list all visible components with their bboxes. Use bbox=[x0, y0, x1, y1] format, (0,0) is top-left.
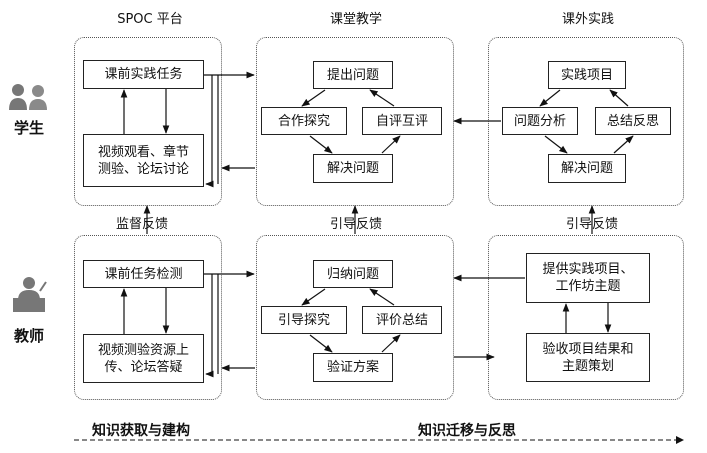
box-pre-class-check: 课前任务检测 bbox=[83, 260, 204, 288]
box-problem-analysis: 问题分析 bbox=[502, 107, 578, 135]
box-resource-upload-line1: 视频测验资源上 bbox=[97, 342, 189, 358]
box-self-peer-evaluation: 自评互评 bbox=[362, 107, 442, 135]
box-video-watching: 视频观看、章节 测验、论坛讨论 bbox=[83, 134, 204, 187]
box-provide-projects: 提供实践项目、 工作坊主题 bbox=[526, 253, 650, 303]
box-raise-question: 提出问题 bbox=[313, 61, 393, 89]
teacher-icon bbox=[13, 277, 47, 312]
box-verify-plan: 验证方案 bbox=[313, 353, 393, 382]
column-title-classroom: 课堂教学 bbox=[329, 12, 382, 27]
box-provide-projects-line2: 工作坊主题 bbox=[555, 279, 621, 294]
feedback-label-classroom: 引导反馈 bbox=[330, 217, 383, 232]
box-practice-project: 实践项目 bbox=[548, 61, 626, 89]
box-pre-class-task: 课前实践任务 bbox=[83, 60, 204, 89]
role-teacher: 教师 bbox=[14, 327, 45, 345]
column-title-spoc: SPOC 平台 bbox=[117, 12, 183, 27]
box-video-watching-line2: 测验、论坛讨论 bbox=[97, 161, 189, 177]
box-summarize-questions: 归纳问题 bbox=[313, 260, 393, 288]
box-outside-solve-problem: 解决问题 bbox=[548, 154, 626, 183]
box-accept-results-line1: 验收项目结果和 bbox=[542, 341, 634, 357]
box-provide-projects-line1: 提供实践项目、 bbox=[542, 262, 634, 277]
box-accept-results: 验收项目结果和 主题策划 bbox=[526, 333, 650, 382]
bottom-label-knowledge-transfer: 知识迁移与反思 bbox=[418, 423, 516, 439]
box-accept-results-line2: 主题策划 bbox=[561, 358, 614, 374]
box-video-watching-line1: 视频观看、章节 bbox=[97, 144, 189, 160]
box-resource-upload: 视频测验资源上 传、论坛答疑 bbox=[83, 334, 204, 383]
box-resource-upload-line2: 传、论坛答疑 bbox=[104, 359, 183, 375]
students-icon bbox=[9, 84, 47, 110]
box-summary-reflection: 总结反思 bbox=[595, 107, 671, 135]
box-guided-inquiry: 引导探究 bbox=[261, 306, 347, 334]
box-cooperative-inquiry: 合作探究 bbox=[261, 107, 347, 135]
feedback-label-spoc: 监督反馈 bbox=[116, 217, 169, 232]
column-title-outside: 课外实践 bbox=[561, 12, 614, 27]
box-evaluate-summarize: 评价总结 bbox=[362, 306, 442, 334]
role-student: 学生 bbox=[14, 119, 45, 137]
box-solve-problem: 解决问题 bbox=[313, 154, 393, 183]
bottom-label-knowledge-construction: 知识获取与建构 bbox=[92, 423, 190, 439]
